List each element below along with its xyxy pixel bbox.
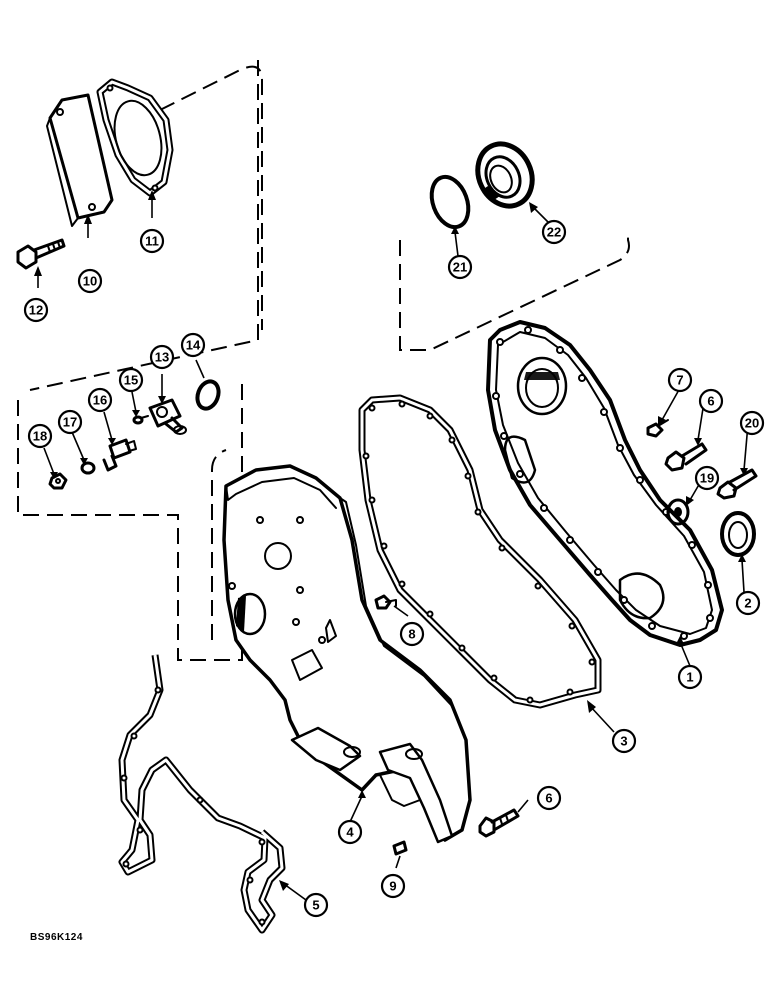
housing-gasket-part xyxy=(118,654,286,934)
svg-text:7: 7 xyxy=(676,373,683,388)
svg-text:1: 1 xyxy=(686,670,693,685)
elbow-fitting-part xyxy=(148,398,187,435)
callout-4[interactable]: 4 xyxy=(337,819,363,845)
callout-20[interactable]: 20 xyxy=(739,410,765,436)
callout-15[interactable]: 15 xyxy=(118,367,144,393)
sensor-part xyxy=(102,438,137,472)
callout-17[interactable]: 17 xyxy=(57,409,83,435)
svg-text:11: 11 xyxy=(145,234,159,249)
small-screw-cover-part xyxy=(646,419,669,438)
svg-text:3: 3 xyxy=(620,734,627,749)
callout-12[interactable]: 12 xyxy=(23,297,49,323)
cover-plate-part xyxy=(46,93,114,227)
svg-text:22: 22 xyxy=(547,225,561,240)
gear-cover-gasket-part xyxy=(358,394,602,709)
svg-text:2: 2 xyxy=(744,596,751,611)
oil-seal-part xyxy=(475,141,535,209)
crankshaft-seal-part xyxy=(720,511,756,557)
callout-19[interactable]: 19 xyxy=(694,465,720,491)
svg-text:17: 17 xyxy=(63,415,77,430)
callout-14[interactable]: 14 xyxy=(180,332,206,358)
svg-text:19: 19 xyxy=(700,471,714,486)
cap-screw-part xyxy=(16,238,66,270)
screw-housing-part xyxy=(374,594,397,610)
svg-text:9: 9 xyxy=(389,879,396,894)
figure-code: BS96K124 xyxy=(30,932,83,943)
svg-text:5: 5 xyxy=(312,898,319,913)
callout-16[interactable]: 16 xyxy=(87,387,113,413)
long-bolt-part xyxy=(716,468,758,500)
callout-6-lower[interactable]: 6 xyxy=(536,785,562,811)
group-boundary-cover-plate xyxy=(17,60,259,661)
gear-cover-part xyxy=(486,320,724,647)
svg-text:21: 21 xyxy=(453,260,467,275)
cap-screw-lower-part xyxy=(478,808,520,838)
callout-7[interactable]: 7 xyxy=(667,367,693,393)
callout-21[interactable]: 21 xyxy=(447,254,473,280)
callout-2[interactable]: 2 xyxy=(735,590,761,616)
svg-text:6: 6 xyxy=(707,394,714,409)
callout-1[interactable]: 1 xyxy=(677,664,703,690)
leader-lines xyxy=(34,190,749,901)
retaining-ring-part xyxy=(429,174,471,230)
svg-text:4: 4 xyxy=(346,825,354,840)
washer-cover-part xyxy=(666,498,690,526)
svg-text:6: 6 xyxy=(545,791,552,806)
cover-gasket-part xyxy=(96,78,174,197)
svg-text:20: 20 xyxy=(745,416,759,431)
svg-text:16: 16 xyxy=(93,393,107,408)
svg-text:18: 18 xyxy=(33,429,47,444)
washer-part xyxy=(80,461,96,475)
gear-housing-part xyxy=(222,464,472,844)
svg-text:12: 12 xyxy=(29,303,43,318)
callout-5[interactable]: 5 xyxy=(303,892,329,918)
callout-13[interactable]: 13 xyxy=(149,344,175,370)
svg-text:8: 8 xyxy=(408,627,415,642)
small-screw-part xyxy=(132,415,149,425)
group-boundary-housing xyxy=(211,449,227,640)
group-boundary-seal xyxy=(399,230,630,351)
group-boundary-upper xyxy=(159,65,263,330)
callout-10[interactable]: 10 xyxy=(77,268,103,294)
callout-22[interactable]: 22 xyxy=(541,219,567,245)
callout-3[interactable]: 3 xyxy=(611,728,637,754)
svg-text:13: 13 xyxy=(155,350,169,365)
svg-text:15: 15 xyxy=(124,373,138,388)
callout-11[interactable]: 11 xyxy=(139,228,165,254)
callout-6-upper[interactable]: 6 xyxy=(698,388,724,414)
dowel-pin-part xyxy=(392,840,408,856)
o-ring-part xyxy=(195,379,221,411)
svg-text:14: 14 xyxy=(186,338,201,353)
callout-8[interactable]: 8 xyxy=(399,621,425,647)
callout-18[interactable]: 18 xyxy=(27,423,53,449)
cap-screw-upper-part xyxy=(664,442,708,472)
callout-9[interactable]: 9 xyxy=(380,873,406,899)
svg-text:10: 10 xyxy=(83,274,97,289)
